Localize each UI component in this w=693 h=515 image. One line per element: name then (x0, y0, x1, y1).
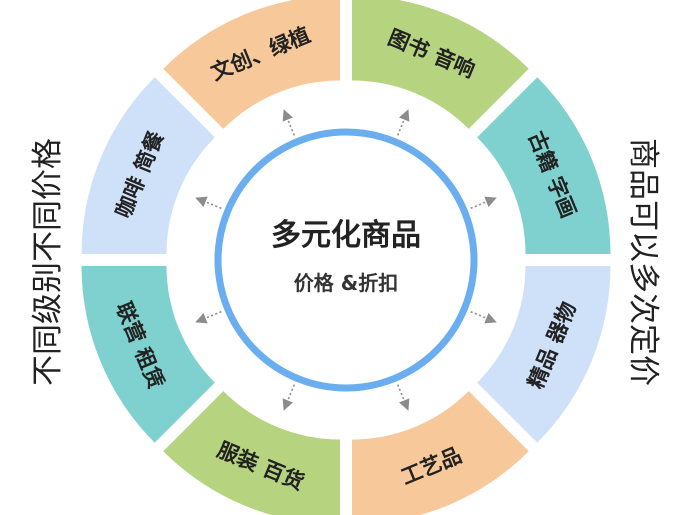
segment-4 (352, 391, 529, 515)
arrow-3 (470, 310, 497, 324)
arrow-4 (396, 384, 410, 411)
arrow-2 (470, 196, 497, 210)
segment-8 (163, 0, 340, 129)
segment-6 (81, 266, 215, 443)
right-caption: 商品可以多次定价 (625, 138, 661, 386)
arrow-6 (195, 310, 222, 324)
arrow-1 (396, 109, 410, 136)
arrow-7 (195, 196, 222, 210)
segment-3 (477, 266, 611, 443)
segment-2 (477, 77, 611, 255)
segment-1 (352, 0, 529, 129)
arrow-5 (282, 384, 296, 411)
center-title: 多元化商品 (271, 218, 421, 253)
segment-5 (163, 391, 340, 515)
left-caption: 不同级别不同价格 (30, 138, 66, 386)
arrow-8 (282, 109, 296, 136)
center-ring (214, 128, 478, 392)
segment-7 (81, 77, 215, 255)
center-subtitle: 价格 &折扣 (294, 271, 398, 295)
